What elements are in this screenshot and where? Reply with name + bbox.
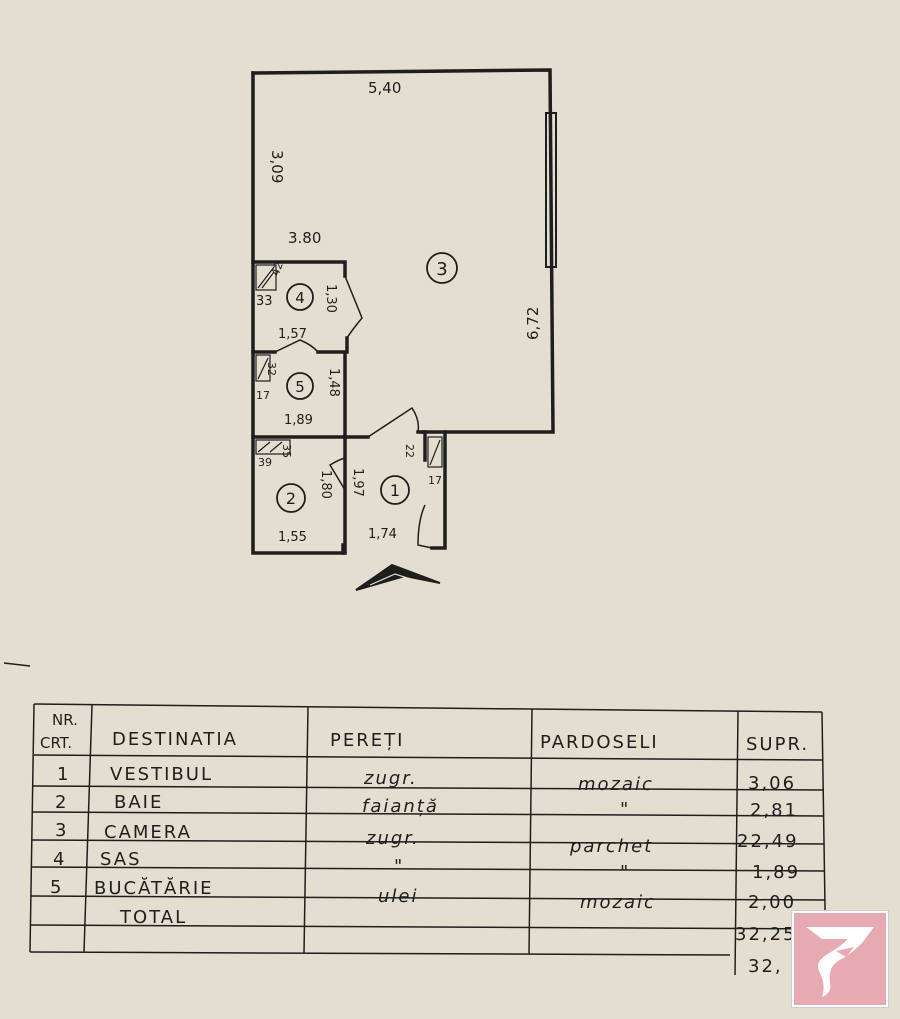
sas-bottom-wall-2 — [316, 336, 349, 354]
header-pardoseli: PARDOSELI — [540, 732, 659, 753]
window — [545, 112, 557, 268]
stray-mark — [3, 662, 31, 667]
row-3-pardoseli: parchet — [569, 836, 653, 857]
row-1-pereti: zugr. — [363, 768, 418, 789]
room-4-number: 4 — [295, 289, 305, 307]
room-2-number: 2 — [286, 489, 296, 508]
room-5-circle — [286, 372, 314, 400]
area-table — [29, 703, 827, 976]
dim-kitchen-small-a: 32 — [265, 362, 278, 376]
dim-wall-length: 3.80 — [288, 229, 321, 247]
outer-wall-left — [251, 71, 345, 555]
inner-wall-top — [251, 260, 347, 278]
plan-walls — [251, 68, 557, 555]
row-4-nr: 4 — [53, 849, 66, 870]
table-row-total: TOTAL 32,25 32, — [119, 907, 797, 977]
row-5-pardoseli: mozaic — [580, 892, 656, 913]
dim-sas-height: 1,30 — [323, 284, 338, 313]
extra-value: 32, — [748, 956, 783, 977]
room-markers — [276, 252, 458, 513]
row-3-dest: CAMERA — [104, 822, 192, 843]
door-kitchen — [274, 339, 319, 353]
dim-hall-height: 1,97 — [350, 468, 365, 497]
dim-sas-side: 33 — [256, 294, 273, 309]
outer-wall — [251, 68, 555, 434]
row-4-supr: 1,89 — [752, 862, 800, 883]
room-2-circle — [276, 483, 306, 513]
hatch-marks — [255, 264, 443, 468]
dim-hall-small-a: 22 — [403, 444, 416, 458]
dim-sas-width: 1,57 — [278, 327, 307, 342]
row-3-supr: 22,49 — [737, 831, 799, 852]
room-4-circle — [286, 283, 314, 311]
dim-hall-width: 1,74 — [368, 527, 397, 542]
kitchen-shaft — [255, 354, 271, 382]
dim-hall-small-b: 17 — [428, 474, 442, 487]
header-nr-line1: NR. — [52, 711, 78, 729]
total-label: TOTAL — [119, 907, 187, 928]
table-row: 5 BUCĂTĂRIE ulei mozaic 2,00 — [50, 877, 796, 913]
row-2-pereti: faianță — [362, 796, 439, 817]
room-1-number: 1 — [390, 481, 400, 500]
dim-kitchen-small-b: 17 — [256, 389, 270, 402]
header-nr-line2: CRT. — [40, 734, 72, 752]
dim-bath-small-b: 35 — [280, 444, 293, 458]
row-5-supr: 2,00 — [748, 892, 796, 913]
dim-bath-height: 1,80 — [318, 470, 333, 499]
brand-logo-icon — [791, 910, 889, 1008]
row-3-pereti: zugr. — [365, 828, 420, 849]
row-1-nr: 1 — [57, 764, 70, 785]
hall-shaft — [427, 436, 443, 468]
hall-right-wall — [430, 430, 447, 550]
brand-logo-graphic — [794, 913, 886, 1005]
hall-top-wall-2 — [416, 430, 427, 462]
row-3-nr: 3 — [55, 820, 68, 841]
row-4-pardoseli: " — [620, 862, 630, 883]
entrance-arrow-icon — [355, 563, 441, 591]
room-5-number: 5 — [295, 378, 305, 396]
dim-kitchen-height: 1,48 — [326, 368, 341, 397]
header-supr: SUPR. — [746, 734, 809, 755]
row-4-dest: SAS — [100, 849, 142, 870]
door-swings — [274, 275, 433, 549]
door-entrance — [417, 504, 433, 549]
table-row: 4 SAS " " 1,89 — [53, 849, 800, 883]
room-3-circle — [426, 252, 458, 284]
dim-right-height: 6,72 — [524, 307, 542, 340]
row-2-dest: BAIE — [114, 792, 163, 813]
header-pereti: PEREȚI — [330, 730, 404, 751]
door-main-room — [367, 406, 420, 438]
sas-shaft — [255, 264, 277, 291]
dim-top-width: 5,40 — [368, 79, 401, 97]
dim-sas-small: 42 — [269, 260, 286, 278]
row-5-pereti: ulei — [378, 886, 418, 907]
row-2-supr: 2,81 — [750, 800, 798, 821]
dim-kitchen-width: 1,89 — [284, 413, 313, 428]
door-sas — [344, 275, 363, 339]
row-2-nr: 2 — [55, 792, 68, 813]
table-row: 1 VESTIBUL zugr. mozaic 3,06 — [57, 764, 796, 795]
bath-shaft — [255, 439, 291, 455]
table-row: 3 CAMERA zugr. parchet 22,49 — [55, 820, 799, 857]
row-5-dest: BUCĂTĂRIE — [94, 877, 214, 899]
room-3-number: 3 — [436, 259, 447, 280]
row-1-dest: VESTIBUL — [110, 764, 213, 785]
header-destinatia: DESTINATIA — [112, 729, 238, 750]
dim-bath-small-a: 39 — [258, 456, 272, 469]
door-bath — [328, 457, 346, 491]
row-4-pereti: " — [394, 856, 404, 877]
table-row: 2 BAIE faianță " 2,81 — [55, 792, 798, 821]
dim-left-height: 3,09 — [268, 150, 286, 183]
row-5-nr: 5 — [50, 877, 63, 898]
total-value: 32,25 — [735, 924, 797, 945]
row-2-pardoseli: " — [620, 799, 630, 820]
row-1-pardoseli: mozaic — [578, 774, 654, 795]
row-1-supr: 3,06 — [748, 773, 796, 794]
dim-bath-width: 1,55 — [278, 530, 307, 545]
room-1-circle — [380, 475, 410, 505]
